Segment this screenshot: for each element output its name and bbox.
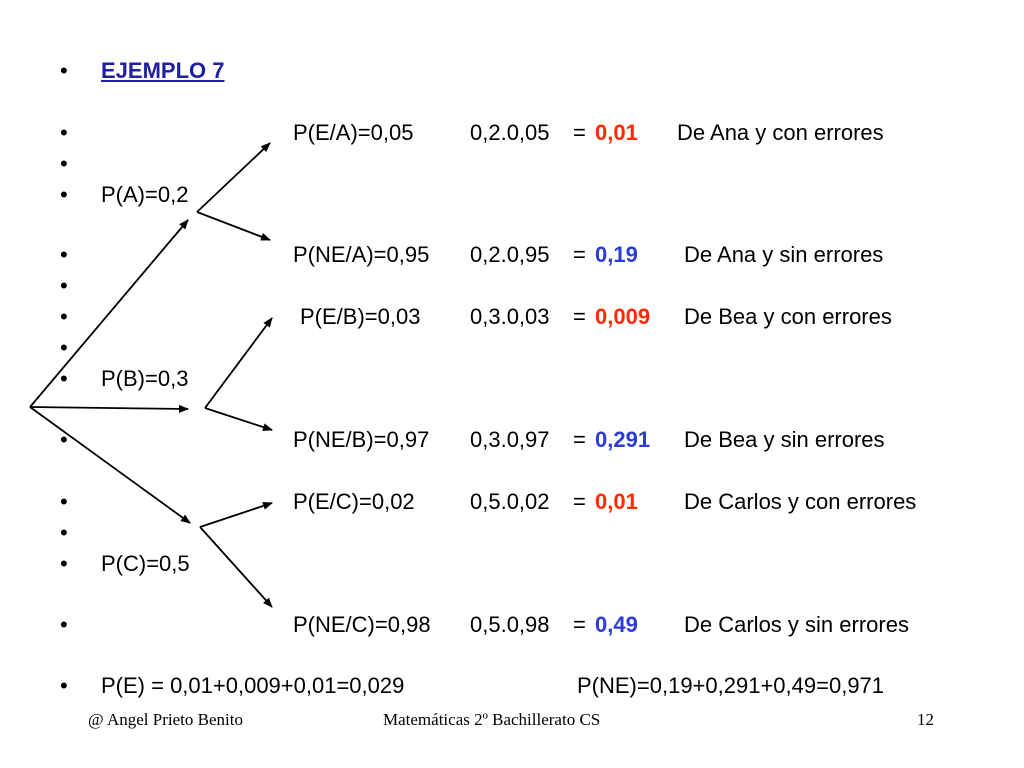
condition-label: P(NE/C)=0,98 — [293, 612, 431, 637]
branch-line-b-ne — [204, 407, 273, 431]
bullet: • — [60, 58, 68, 83]
condition-label: P(E/B)=0,03 — [300, 304, 421, 329]
outcome-description: De Ana y sin errores — [684, 242, 884, 267]
equals-sign: = — [573, 612, 586, 637]
result-value: 0,49 — [595, 612, 638, 637]
calculation: 0,3.0,97 — [470, 427, 550, 452]
bullet: • — [60, 673, 68, 698]
result-value: 0,19 — [595, 242, 638, 267]
branch-line-root-a — [29, 219, 189, 408]
branch-line-a-e — [196, 142, 271, 213]
footer-author: @ Angel Prieto Benito — [88, 710, 243, 729]
total-p-e: P(E) = 0,01+0,009+0,01=0,029 — [101, 673, 405, 698]
condition-label: P(NE/B)=0,97 — [293, 427, 430, 452]
bullet: • — [60, 551, 68, 576]
bullet: • — [60, 304, 68, 329]
slide-title: EJEMPLO 7 — [101, 58, 225, 83]
condition-label: P(E/C)=0,02 — [293, 489, 415, 514]
root-label-a: P(A)=0,2 — [101, 182, 189, 207]
result-value: 0,01 — [595, 489, 638, 514]
branch-line-root-b — [29, 404, 189, 413]
outcome-description: De Ana y con errores — [677, 120, 884, 145]
condition-label: P(E/A)=0,05 — [293, 120, 414, 145]
outcome-description: De Bea y con errores — [684, 304, 892, 329]
outcome-description: De Carlos y sin errores — [684, 612, 909, 637]
equals-sign: = — [573, 489, 586, 514]
bullet: • — [60, 612, 68, 637]
bullet: • — [60, 273, 68, 298]
equals-sign: = — [573, 427, 586, 452]
calculation: 0,3.0,03 — [470, 304, 550, 329]
calculation: 0,5.0,98 — [470, 612, 550, 637]
bullet: • — [60, 489, 68, 514]
bullet: • — [60, 120, 68, 145]
footer-course: Matemáticas 2º Bachillerato CS — [383, 710, 601, 729]
calculation: 0,5.0,02 — [470, 489, 550, 514]
bullet: • — [60, 151, 68, 176]
bullet: • — [60, 335, 68, 360]
branch-line-root-c — [29, 406, 191, 524]
bullet: • — [60, 520, 68, 545]
result-value: 0,009 — [595, 304, 651, 329]
equals-sign: = — [573, 304, 586, 329]
root-label-b: P(B)=0,3 — [101, 366, 189, 391]
calculation: 0,2.0,05 — [470, 120, 550, 145]
bullet: • — [60, 427, 68, 452]
footer-page-number: 12 — [917, 710, 934, 729]
result-value: 0,291 — [595, 427, 651, 452]
branch-line-a-ne — [196, 211, 271, 241]
root-label-c: P(C)=0,5 — [101, 551, 190, 576]
branch-line-b-e — [204, 317, 273, 409]
result-value: 0,01 — [595, 120, 638, 145]
equals-sign: = — [573, 242, 586, 267]
bullet: • — [60, 242, 68, 267]
calculation: 0,2.0,95 — [470, 242, 550, 267]
outcome-description: De Bea y sin errores — [684, 427, 885, 452]
equals-sign: = — [573, 120, 586, 145]
branch-line-c-e — [199, 502, 273, 528]
bullet: • — [60, 182, 68, 207]
total-p-ne: P(NE)=0,19+0,291+0,49=0,971 — [577, 673, 885, 698]
outcome-description: De Carlos y con errores — [684, 489, 917, 514]
condition-label: P(NE/A)=0,95 — [293, 242, 430, 267]
branch-line-c-ne — [199, 526, 273, 608]
bullet: • — [60, 366, 68, 391]
